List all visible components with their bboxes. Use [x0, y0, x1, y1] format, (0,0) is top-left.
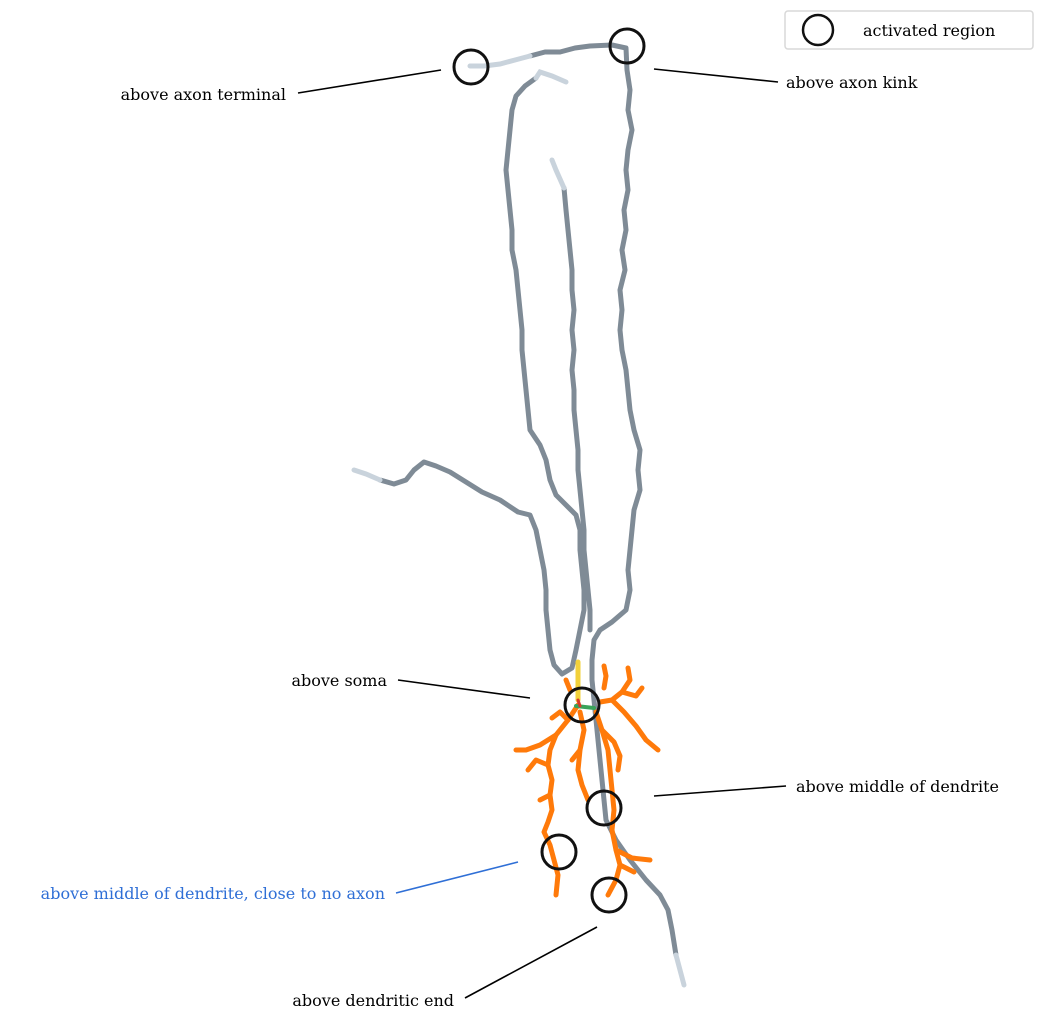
label-middle-dendrite-no-axon: above middle of dendrite, close to no ax…	[41, 884, 385, 903]
leader-dendritic-end	[465, 927, 597, 998]
axon-terminal-central	[552, 160, 564, 188]
axon-main-trunk	[592, 45, 676, 955]
axon-terminal-left	[354, 470, 380, 480]
soma-marker-red	[578, 700, 580, 706]
label-axon-kink: above axon kink	[786, 73, 918, 92]
dendrite-center-left	[578, 712, 588, 800]
label-soma: above soma	[291, 671, 387, 690]
axon-arbor	[380, 45, 676, 955]
label-axon-terminal: above axon terminal	[121, 85, 286, 104]
leader-middle-dendrite	[654, 786, 786, 796]
activated-region-middle-dendrite-no-axon	[542, 835, 576, 869]
axon-terminal-bottom	[676, 955, 684, 985]
axon-top-branch	[530, 45, 612, 56]
dendrite-right-upper-3	[604, 666, 606, 688]
axon-central-branch	[564, 188, 590, 630]
leader-middle-dendrite-no-axon	[396, 862, 518, 893]
annotation-labels: above axon terminal above axon kink abov…	[41, 73, 999, 1010]
leader-soma	[398, 680, 530, 698]
label-middle-dendrite: above middle of dendrite	[796, 777, 999, 796]
axon-terminal-top-left	[470, 56, 530, 66]
label-dendritic-end: above dendritic end	[292, 991, 454, 1010]
dendritic-tree	[516, 666, 658, 895]
legend: activated region	[785, 11, 1033, 49]
leader-axon-terminal	[298, 70, 441, 93]
axon-terminal-top-hook	[536, 72, 566, 82]
dendrite-center-right-twig	[616, 850, 650, 860]
legend-label: activated region	[863, 21, 995, 40]
dendrite-left-twig	[528, 760, 548, 770]
dendrite-soma-stub	[566, 680, 570, 690]
leader-axon-kink	[654, 69, 778, 82]
dendrite-right-upper-2	[612, 700, 658, 750]
